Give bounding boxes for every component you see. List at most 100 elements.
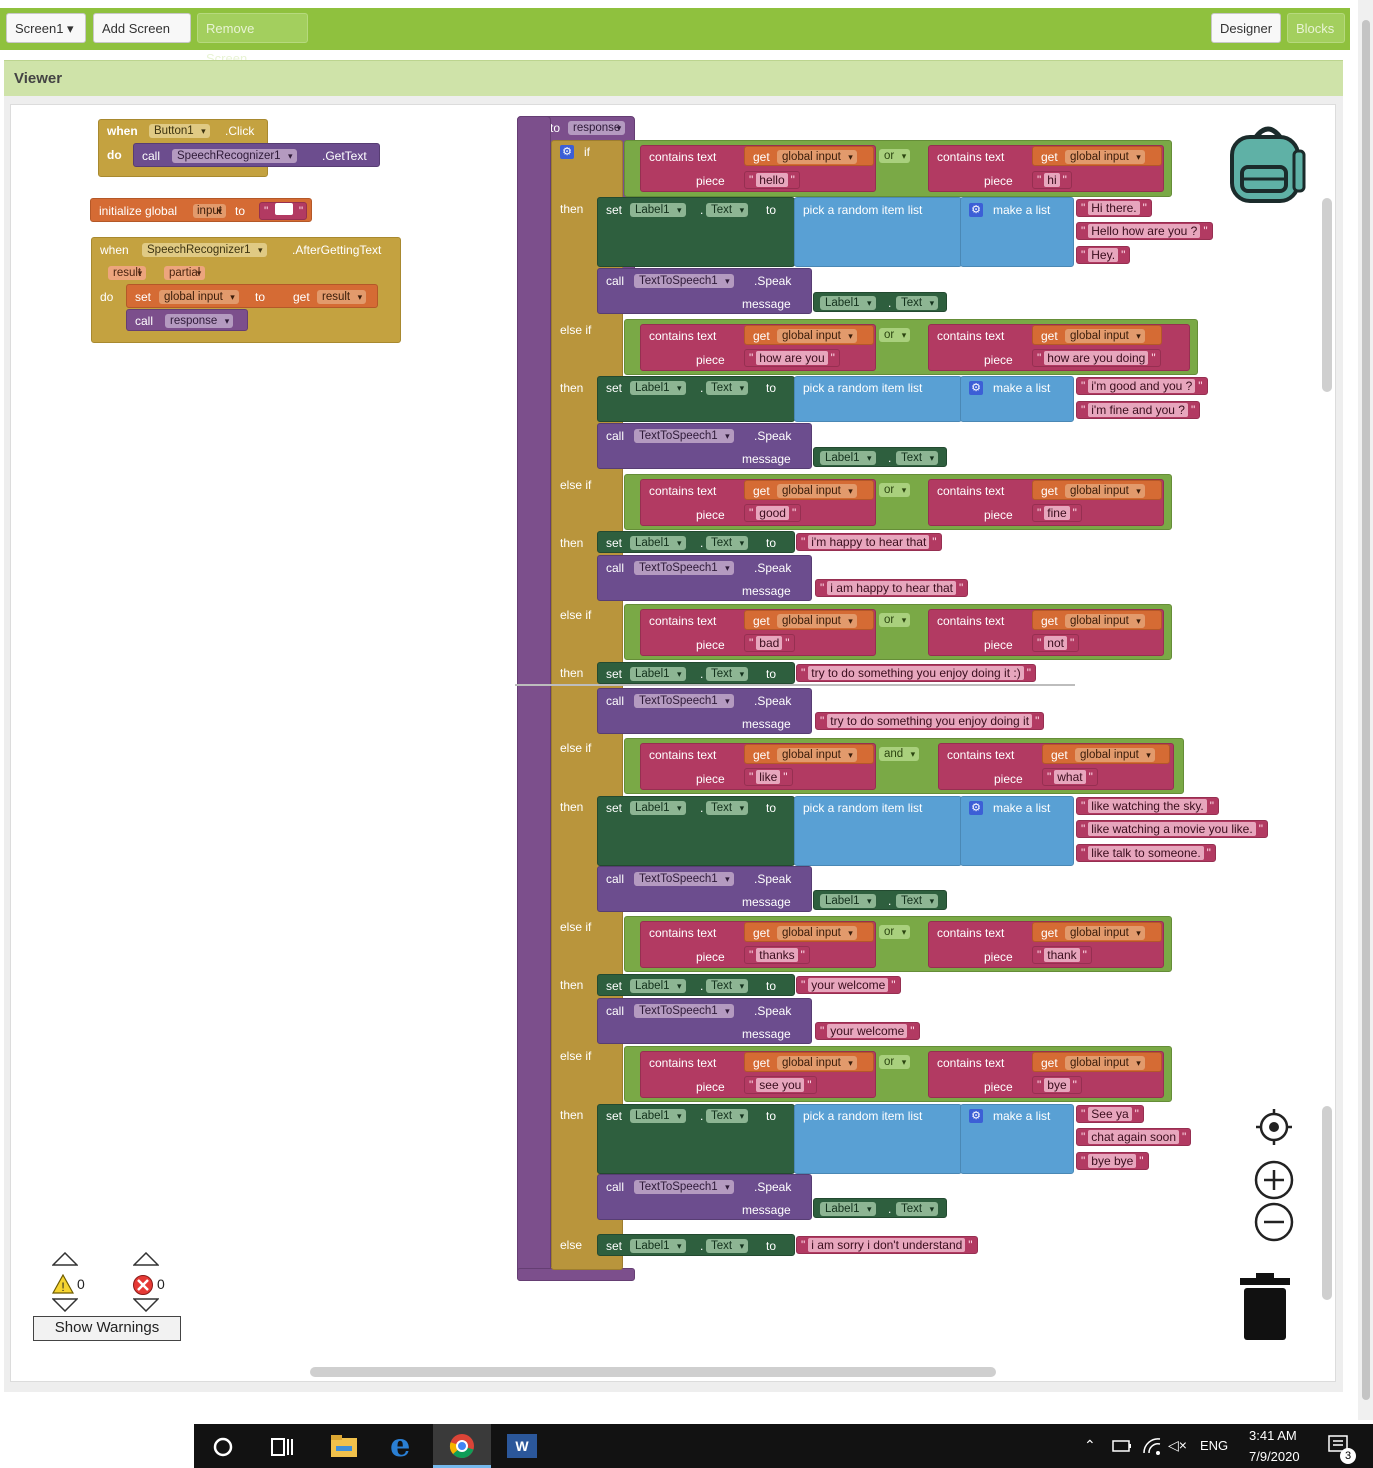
string-seeyou[interactable]: "see you" [744,1076,817,1094]
volume-muted-icon[interactable]: ◁× [1168,1437,1187,1453]
string-value[interactable]: chat again soon [1088,1130,1179,1144]
string-hi[interactable]: "hi" [1032,171,1072,189]
tts-speak-7[interactable]: call TextToSpeech1 .Speak message [597,1174,812,1220]
string-what[interactable]: "what" [1042,768,1098,786]
error-next-arrow[interactable] [132,1298,160,1313]
string-value[interactable]: fine [1044,506,1070,520]
string-hello[interactable]: "hello" [744,171,800,189]
string-value[interactable]: like [756,770,781,784]
cortana-icon[interactable] [212,1436,234,1458]
global-input-dd[interactable]: global input [1065,926,1145,940]
set-label1-text-1[interactable]: set Label1 . Text to [597,197,795,267]
initialize-global-block[interactable]: initialize global input to " " [90,198,312,222]
edge-browser-icon[interactable]: e [390,1426,411,1464]
set-label1-text-3[interactable]: set Label1 . Text to [597,531,795,553]
string-value[interactable]: thanks [756,948,798,962]
blocks-button[interactable]: Blocks [1287,13,1345,43]
string-bye[interactable]: "bye" [1032,1076,1082,1094]
param-partial[interactable]: partial [164,266,206,280]
label1-dd[interactable]: Label1 [820,451,876,465]
text-prop-dd[interactable]: Text [706,667,749,681]
or-dropdown-1[interactable]: or [879,149,911,163]
backpack-icon[interactable] [1226,121,1310,205]
clock-time[interactable]: 3:41 AM [1249,1428,1297,1443]
string-r1a[interactable]: "Hi there." [1076,199,1152,217]
string-r2b[interactable]: "i'm fine and you ?" [1076,401,1201,419]
string-r6[interactable]: "your welcome" [796,976,901,994]
global-input-dd[interactable]: global input [1065,150,1145,164]
or-dropdown-7[interactable]: or [879,1055,911,1069]
gear-icon-if[interactable]: ⚙ [560,145,574,159]
label1-dd[interactable]: Label1 [630,1109,686,1123]
string-value[interactable]: hi [1044,173,1060,187]
workspace-vscroll-thumb-lower[interactable] [1322,1106,1332,1300]
string-fine[interactable]: "fine" [1032,504,1082,522]
string-value[interactable]: bye [1044,1078,1070,1092]
param-result[interactable]: result [108,266,147,280]
label1-dd[interactable]: Label1 [820,1202,876,1216]
notification-center-icon[interactable] [1328,1434,1352,1456]
global-input-dd[interactable]: global input [777,748,857,762]
zoom-in-icon[interactable] [1254,1160,1294,1200]
label1-dd[interactable]: Label1 [630,979,686,993]
string-value[interactable]: thank [1044,948,1080,962]
string-r3-msg[interactable]: "i am happy to hear that" [815,579,969,597]
global-input-dd[interactable]: global input [777,614,857,628]
pick-random-item-5[interactable]: pick a random item list [794,796,962,866]
or-dropdown-4[interactable]: or [879,613,911,627]
string-howareyou[interactable]: "how are you" [744,349,840,367]
battery-icon[interactable] [1112,1439,1132,1453]
gear-icon-list[interactable]: ⚙ [969,1109,983,1123]
string-value[interactable]: not [1044,636,1067,650]
label1-dd[interactable]: Label1 [820,296,876,310]
set-label1-text-2[interactable]: set Label1 . Text to [597,376,795,422]
string-r7c[interactable]: "bye bye" [1076,1152,1149,1170]
label1-dd[interactable]: Label1 [820,894,876,908]
global-input-dd[interactable]: global input [777,150,857,164]
gear-icon-list[interactable]: ⚙ [969,801,983,815]
make-a-list-7[interactable]: ⚙make a list [960,1104,1074,1174]
text-prop-dd[interactable]: Text [706,979,749,993]
string-value[interactable]: i'm fine and you ? [1088,403,1188,417]
string-r2a[interactable]: "i'm good and you ?" [1076,377,1208,395]
string-r5a[interactable]: "like watching the sky." [1076,797,1220,815]
response-call-dropdown[interactable]: response [165,314,234,328]
string-r6-msg[interactable]: "your welcome" [815,1022,920,1040]
string-value[interactable]: what [1054,770,1086,784]
show-warnings-button[interactable]: Show Warnings [33,1316,181,1341]
chevron-up-icon[interactable]: ⌃ [1084,1437,1096,1453]
string-r1b[interactable]: "Hello how are you ?" [1076,222,1213,240]
string-thank[interactable]: "thank" [1032,946,1092,964]
string-value[interactable]: try to do something you enjoy doing it [827,714,1033,728]
tts-dd[interactable]: TextToSpeech1 [634,872,734,886]
warning-prev-arrow[interactable] [51,1251,79,1266]
string-value[interactable]: bye bye [1088,1154,1137,1168]
label1-text-getter[interactable]: Label1.Text [813,890,947,910]
make-a-list-5[interactable]: ⚙make a list [960,796,1074,866]
trash-icon[interactable] [1238,1272,1292,1342]
string-value[interactable]: Hi there. [1088,201,1140,215]
global-input-dd[interactable]: global input [1065,614,1145,628]
button1-dropdown[interactable]: Button1 [149,124,210,138]
string-r3[interactable]: "i'm happy to hear that" [796,533,942,551]
text-prop-dd[interactable]: Text [706,381,749,395]
workspace-vscroll-thumb[interactable] [1322,198,1332,392]
tts-dd[interactable]: TextToSpeech1 [634,274,734,288]
string-r5c[interactable]: "like talk to someone." [1076,844,1216,862]
global-input-dd[interactable]: global input [777,329,857,343]
tts-dd[interactable]: TextToSpeech1 [634,429,734,443]
label1-text-getter[interactable]: Label1.Text [813,292,947,312]
global-input-dd[interactable]: global input [1065,329,1145,343]
tts-dd[interactable]: TextToSpeech1 [634,1004,734,1018]
label1-dd[interactable]: Label1 [630,667,686,681]
global-input-dd[interactable]: global input [777,1056,857,1070]
zoom-out-icon[interactable] [1254,1202,1294,1242]
text-prop-dd[interactable]: Text [706,1239,749,1253]
